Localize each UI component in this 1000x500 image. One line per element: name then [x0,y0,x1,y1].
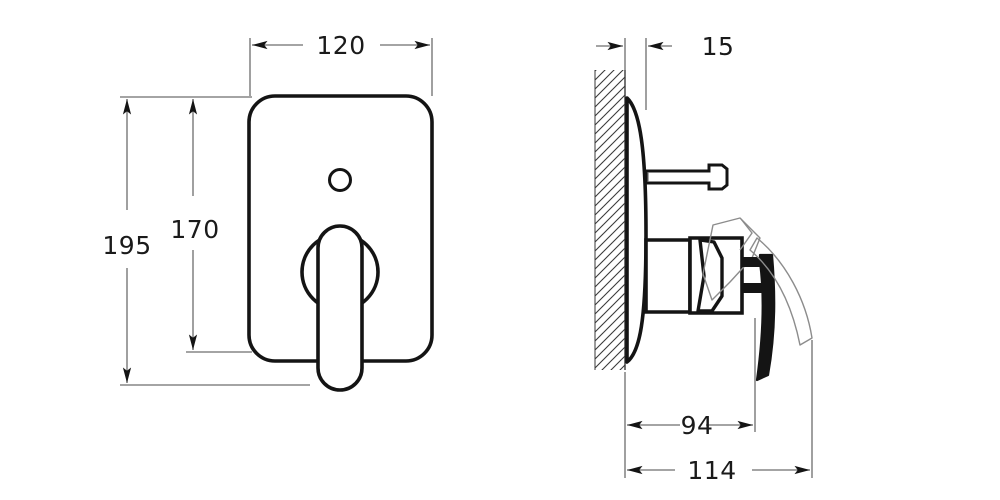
front-view-dimensions: 120 195 170 [102,31,433,386]
dim-label-120: 120 [316,31,365,60]
valve-body-block [644,238,692,314]
side-plate-section [625,96,648,364]
wall-hatch-region [595,70,625,370]
dim-label-94: 94 [681,411,714,440]
front-view [247,94,434,392]
side-view [594,70,813,382]
dim-label-114: 114 [687,456,736,485]
lever-hub-current-position [696,238,724,313]
indicator-button-circle [328,168,352,192]
lever-arm-current-position [755,253,776,382]
lever-stem-connector [741,257,761,267]
dim-label-15: 15 [702,32,735,61]
lever-arm-alternate-position [749,237,813,346]
lever-hub-alternate-detail [739,218,753,251]
dim-label-170: 170 [170,215,219,244]
side-view-dimensions: 15 94 114 [596,32,813,485]
dim-label-195: 195 [102,231,151,260]
diverter-spindle [644,163,729,191]
front-lever-handle [316,224,364,392]
